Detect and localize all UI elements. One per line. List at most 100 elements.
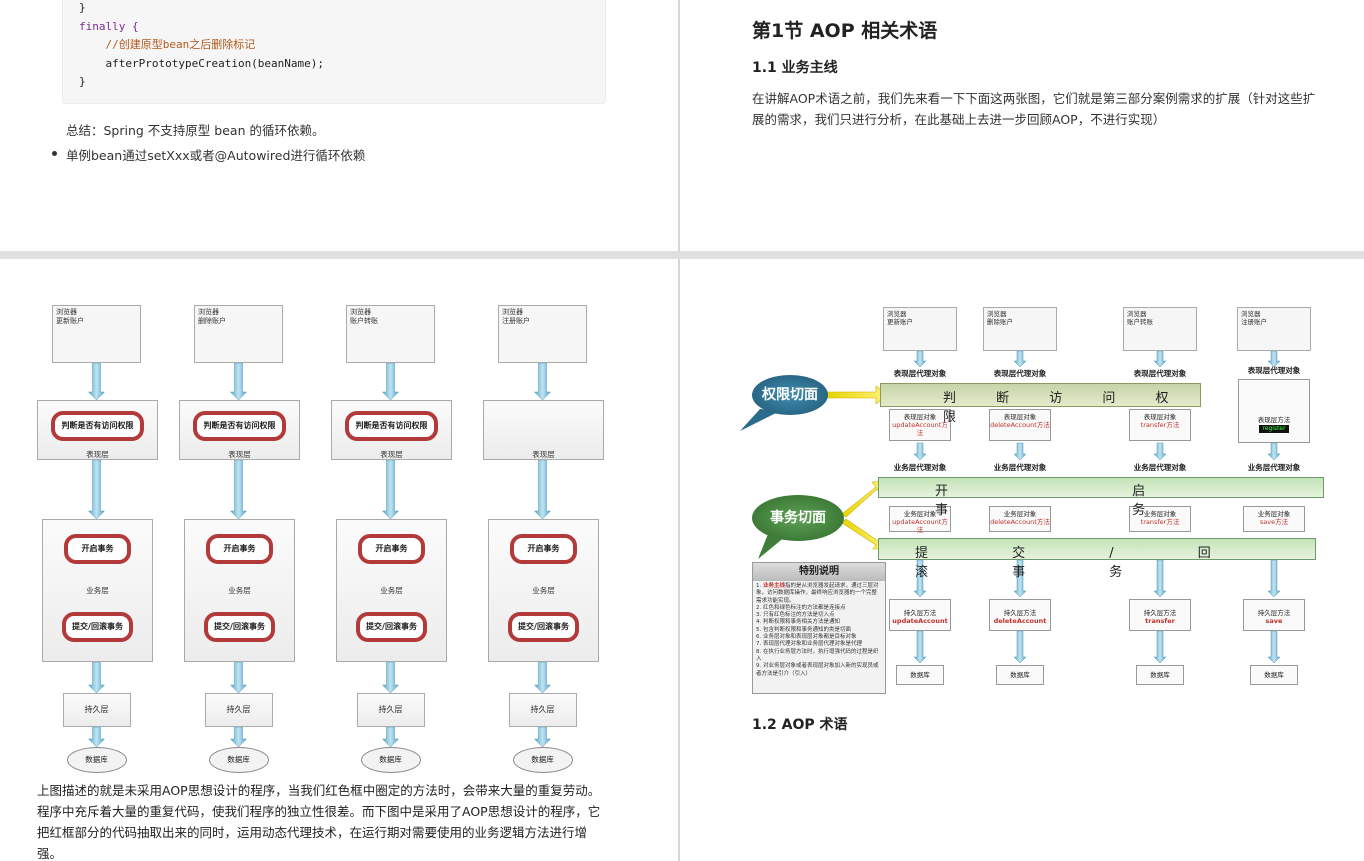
browser-box: 浏览器 注册账户 bbox=[498, 305, 587, 363]
down-arrow-icon bbox=[87, 661, 106, 694]
down-arrow-icon bbox=[1013, 630, 1027, 664]
horizontal-page-divider bbox=[0, 251, 1364, 259]
down-arrow-icon bbox=[381, 726, 400, 748]
note-line: 3. 只有红色标注的方法是切入点 bbox=[756, 612, 835, 619]
service-proxy-label: 业务层代理对象 bbox=[1133, 463, 1187, 472]
note-line: 4. 判断权限和事务相关方法是通知 bbox=[756, 619, 840, 626]
service-proxy-label: 业务层代理对象 bbox=[993, 463, 1047, 472]
down-arrow-icon bbox=[1153, 442, 1167, 461]
down-arrow-icon bbox=[229, 362, 248, 401]
down-arrow-icon bbox=[381, 459, 400, 520]
vertical-page-divider bbox=[678, 0, 680, 861]
down-arrow-icon bbox=[1153, 630, 1167, 664]
down-arrow-icon bbox=[533, 661, 552, 694]
presentation-layer-label: 表现层 bbox=[380, 450, 403, 459]
presentation-proxy-label: 表现层代理对象 bbox=[993, 369, 1047, 378]
bubble-tail-permission bbox=[740, 409, 780, 431]
open-tx-pill: 开启事务 bbox=[358, 534, 425, 564]
down-arrow-icon bbox=[1013, 559, 1027, 598]
down-arrow-icon bbox=[229, 726, 248, 748]
code-block: } finally { //创建原型bean之后删除标记 afterProtot… bbox=[62, 0, 606, 104]
down-arrow-icon bbox=[533, 362, 552, 401]
down-arrow-icon bbox=[229, 459, 248, 520]
presentation-layer-box bbox=[483, 400, 604, 460]
aop-terms-title: 1.2 AOP 术语 bbox=[752, 717, 848, 733]
bullet-text: 单例bean通过setXxx或者@Autowired进行循环依赖 bbox=[66, 148, 366, 163]
special-note-box: 特别说明 1. 业务主线指的是从浏览器发起请求，通过三层对象，访问数据库操作，最… bbox=[752, 562, 886, 694]
database-ellipse: 数据库 bbox=[360, 747, 421, 773]
down-arrow-icon bbox=[1267, 630, 1281, 664]
summary-text: 总结：Spring 不支持原型 bean 的循环依赖。 bbox=[66, 123, 325, 138]
persistence-layer-box: 持久层 bbox=[508, 693, 577, 727]
browser-box: 浏览器 账户转账 bbox=[346, 305, 435, 363]
database-ellipse: 数据库 bbox=[66, 747, 127, 773]
open-tx-pill: 开启事务 bbox=[510, 534, 577, 564]
permission-check-pill: 判断是否有访问权限 bbox=[193, 411, 286, 441]
database-box: 数据库 bbox=[1250, 665, 1298, 685]
note-line: 7. 表现层代理对象和业务层代理对象是代理 bbox=[756, 641, 862, 648]
database-box: 数据库 bbox=[896, 665, 944, 685]
permission-band: 判 断 访 问 权 限 bbox=[880, 383, 1201, 425]
down-arrow-icon bbox=[1267, 350, 1281, 368]
presentation-proxy-label: 表现层代理对象 bbox=[1133, 369, 1187, 378]
down-arrow-icon bbox=[87, 726, 106, 748]
down-arrow-icon bbox=[1013, 442, 1027, 461]
explanation-paragraph: 上图描述的就是未采用AOP思想设计的程序，当我们红色框中圈定的方法时，会带来大量… bbox=[37, 783, 601, 861]
browser-box: 浏览器 更新账户 bbox=[52, 305, 141, 363]
commit-tx-pill: 提交/回滚事务 bbox=[204, 612, 275, 642]
persistence-layer-box: 持久层 bbox=[62, 693, 131, 727]
commit-tx-band: 提 交 / 回 滚 事 务 bbox=[878, 538, 1316, 580]
page-bottom-left: 浏览器 更新账户判断是否有访问权限表现层开启事务业务层提交/回滚事务持久层数据库… bbox=[0, 259, 678, 861]
presentation-layer-label: 表现层 bbox=[228, 450, 251, 459]
note-title: 特别说明 bbox=[753, 563, 885, 581]
permission-aspect-bubble: 权限切面 bbox=[752, 375, 828, 415]
note-highlight: 业务主线 bbox=[763, 583, 786, 589]
note-line: 6. 业务层对象和表现层对象都是目标对象 bbox=[756, 634, 857, 641]
yellow-arrow-permission bbox=[826, 385, 888, 405]
down-arrow-icon bbox=[913, 442, 927, 461]
database-ellipse: 数据库 bbox=[512, 747, 573, 773]
presentation-proxy-label: 表现层代理对象 bbox=[893, 369, 947, 378]
code-text: } finally { //创建原型bean之后删除标记 afterProtot… bbox=[79, 1, 325, 88]
down-arrow-icon bbox=[533, 459, 552, 520]
presentation-layer-label: 表现层 bbox=[86, 450, 109, 459]
note-body: 1. 业务主线指的是从浏览器发起请求，通过三层对象，访问数据库操作，最终响应浏览… bbox=[753, 581, 885, 680]
open-tx-pill: 开启事务 bbox=[64, 534, 131, 564]
note-line: 8. 在执行业务层方法时，执行增强代码的过程是织入 bbox=[756, 648, 879, 662]
database-box: 数据库 bbox=[1136, 665, 1184, 685]
down-arrow-icon bbox=[533, 726, 552, 748]
down-arrow-icon bbox=[87, 459, 106, 520]
persistence-layer-box: 持久层 bbox=[356, 693, 425, 727]
down-arrow-icon bbox=[87, 362, 106, 401]
open-tx-band: 开 启 事 务 bbox=[878, 477, 1324, 518]
down-arrow-icon bbox=[1013, 350, 1027, 368]
note-line: 9. 对业务层对象或者表现层对象加入新的实现员或者方法是引介（引入） bbox=[756, 663, 879, 677]
down-arrow-icon bbox=[913, 630, 927, 664]
subsection-title: 1.1 业务主线 bbox=[752, 60, 838, 76]
database-box: 数据库 bbox=[996, 665, 1044, 685]
service-layer-label: 业务层 bbox=[228, 586, 251, 595]
note-line: 5. 包含判断权限和事务通知的类是切面 bbox=[756, 626, 851, 633]
down-arrow-icon bbox=[1153, 350, 1167, 368]
intro-paragraph: 在讲解AOP术语之前，我们先来看一下下面这两张图，它们就是第三部分案例需求的扩展… bbox=[752, 91, 1316, 127]
permission-check-pill: 判断是否有访问权限 bbox=[51, 411, 144, 441]
presentation-proxy-label: 表现层代理对象 bbox=[1247, 366, 1301, 375]
page-top-right: 第1节 AOP 相关术语 1.1 业务主线 在讲解AOP术语之前，我们先来看一下… bbox=[680, 0, 1364, 251]
down-arrow-icon bbox=[1267, 442, 1281, 461]
service-layer-label: 业务层 bbox=[532, 586, 555, 595]
browser-box: 浏览器 账户转账 bbox=[1123, 307, 1197, 351]
service-layer-label: 业务层 bbox=[380, 586, 403, 595]
bullet-dot-icon bbox=[52, 151, 57, 156]
diagram1-arrows bbox=[87, 362, 552, 748]
permission-check-pill: 判断是否有访问权限 bbox=[345, 411, 438, 441]
service-proxy-label: 业务层代理对象 bbox=[893, 463, 947, 472]
service-proxy-label: 业务层代理对象 bbox=[1247, 463, 1301, 472]
